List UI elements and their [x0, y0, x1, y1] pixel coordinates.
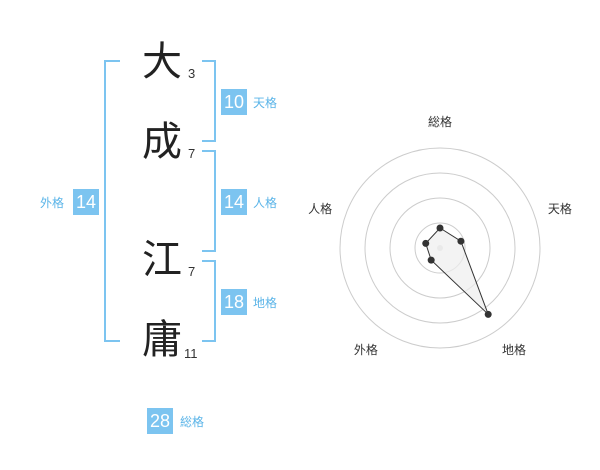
name-char-4: 庸 — [142, 317, 182, 363]
radar-point-4 — [427, 256, 435, 264]
tenkaku-bracket — [202, 60, 216, 142]
radar-axis-label-2: 天格 — [548, 201, 572, 216]
gaikaku-label: 外格 — [40, 196, 65, 210]
radar-point-2 — [457, 237, 465, 245]
name-char-2: 成 — [142, 119, 182, 165]
radar-point-1 — [436, 224, 444, 232]
radar-axis-label-3: 地格 — [502, 342, 526, 357]
jinkaku-score: 14 — [221, 189, 247, 215]
soukaku-label: 総格 — [180, 415, 205, 429]
radar-rings — [339, 147, 541, 349]
radar-ring-3 — [364, 172, 516, 324]
jinkaku-label: 人格 — [253, 196, 278, 210]
chikaku-bracket — [202, 260, 216, 342]
stroke-count-2: 7 — [188, 146, 196, 161]
radar-point-3 — [484, 310, 492, 318]
stroke-count-1: 3 — [188, 66, 196, 81]
radar-ring-2 — [389, 197, 491, 299]
radar-axis-label-4: 外格 — [354, 342, 378, 357]
jinkaku-bracket — [202, 150, 216, 252]
tenkaku-score: 10 — [221, 89, 247, 115]
radar-axis-label-5: 人格 — [308, 201, 332, 216]
radar-ring-1 — [414, 222, 466, 274]
soukaku-score: 28 — [147, 408, 173, 434]
stroke-count-4: 11 — [184, 346, 198, 361]
radar-point-5 — [422, 239, 430, 247]
radar-ring-4 — [339, 147, 541, 349]
radar-polygon — [425, 227, 489, 315]
gaikaku-score: 14 — [73, 189, 99, 215]
radar-axis-label-1: 総格 — [428, 114, 452, 129]
chikaku-score: 18 — [221, 289, 247, 315]
tenkaku-label: 天格 — [253, 96, 278, 110]
gaikaku-bracket — [104, 60, 120, 342]
radar-points — [422, 224, 492, 318]
stroke-count-3: 7 — [188, 264, 196, 279]
chikaku-label: 地格 — [253, 296, 278, 310]
name-char-3: 江 — [142, 237, 182, 283]
name-char-1: 大 — [142, 39, 182, 85]
